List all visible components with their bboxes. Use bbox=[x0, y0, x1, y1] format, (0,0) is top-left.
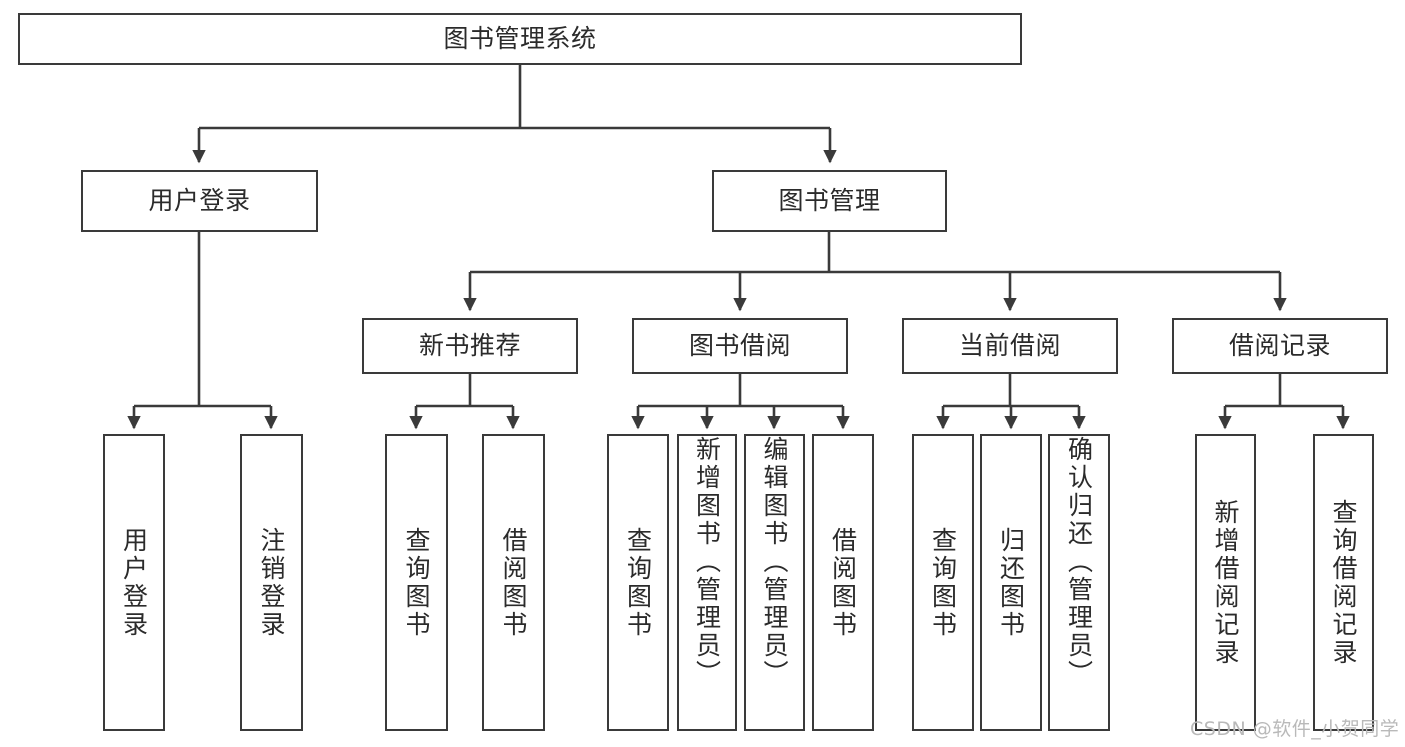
leaf-confirm-return-admin[interactable]: 确认归还（管理员） bbox=[1048, 434, 1110, 731]
node-book-management[interactable]: 图书管理 bbox=[712, 170, 947, 232]
leaf-query-books-borrow-label: 查询图书 bbox=[623, 526, 653, 639]
node-root[interactable]: 图书管理系统 bbox=[18, 13, 1022, 65]
node-new-book-recommend[interactable]: 新书推荐 bbox=[362, 318, 578, 374]
node-root-label: 图书管理系统 bbox=[443, 24, 597, 53]
leaf-add-book-admin-label: 新增图书（管理员） bbox=[692, 436, 722, 688]
leaf-query-books-borrow[interactable]: 查询图书 bbox=[607, 434, 669, 731]
leaf-add-borrow-record[interactable]: 新增借阅记录 bbox=[1195, 434, 1256, 731]
leaf-query-books-recommend[interactable]: 查询图书 bbox=[385, 434, 448, 731]
leaf-user-login-label: 用户登录 bbox=[119, 526, 149, 639]
leaf-query-books-current[interactable]: 查询图书 bbox=[912, 434, 974, 731]
node-book-management-label: 图书管理 bbox=[778, 186, 881, 215]
leaf-return-books-label: 归还图书 bbox=[996, 526, 1026, 639]
leaf-query-borrow-record-label: 查询借阅记录 bbox=[1329, 498, 1358, 667]
node-borrow-records-label: 借阅记录 bbox=[1228, 331, 1331, 360]
leaf-borrow-books[interactable]: 借阅图书 bbox=[812, 434, 874, 731]
leaf-add-book-admin[interactable]: 新增图书（管理员） bbox=[677, 434, 737, 731]
node-current-borrow-label: 当前借阅 bbox=[958, 331, 1061, 360]
node-user-login[interactable]: 用户登录 bbox=[81, 170, 318, 232]
leaf-logout-label: 注销登录 bbox=[257, 526, 286, 639]
leaf-borrow-books-label: 借阅图书 bbox=[828, 526, 858, 639]
leaf-add-borrow-record-label: 新增借阅记录 bbox=[1211, 498, 1240, 667]
node-current-borrow[interactable]: 当前借阅 bbox=[902, 318, 1118, 374]
leaf-return-books[interactable]: 归还图书 bbox=[980, 434, 1042, 731]
node-book-borrow-label: 图书借阅 bbox=[688, 331, 791, 360]
leaf-borrow-books-recommend-label: 借阅图书 bbox=[499, 526, 528, 639]
leaf-edit-book-admin[interactable]: 编辑图书（管理员） bbox=[744, 434, 805, 731]
node-user-login-label: 用户登录 bbox=[148, 186, 251, 215]
node-book-borrow[interactable]: 图书借阅 bbox=[632, 318, 848, 374]
leaf-query-books-current-label: 查询图书 bbox=[928, 526, 958, 639]
leaf-query-borrow-record[interactable]: 查询借阅记录 bbox=[1313, 434, 1374, 731]
leaf-edit-book-admin-label: 编辑图书（管理员） bbox=[760, 436, 789, 688]
leaf-confirm-return-admin-label: 确认归还（管理员） bbox=[1064, 436, 1094, 688]
leaf-borrow-books-recommend[interactable]: 借阅图书 bbox=[482, 434, 545, 731]
leaf-query-books-recommend-label: 查询图书 bbox=[402, 526, 431, 639]
leaf-logout[interactable]: 注销登录 bbox=[240, 434, 303, 731]
node-new-book-recommend-label: 新书推荐 bbox=[418, 331, 521, 360]
leaf-user-login[interactable]: 用户登录 bbox=[103, 434, 165, 731]
node-borrow-records[interactable]: 借阅记录 bbox=[1172, 318, 1388, 374]
watermark: CSDN @软件_小贺同学 bbox=[1190, 718, 1400, 740]
